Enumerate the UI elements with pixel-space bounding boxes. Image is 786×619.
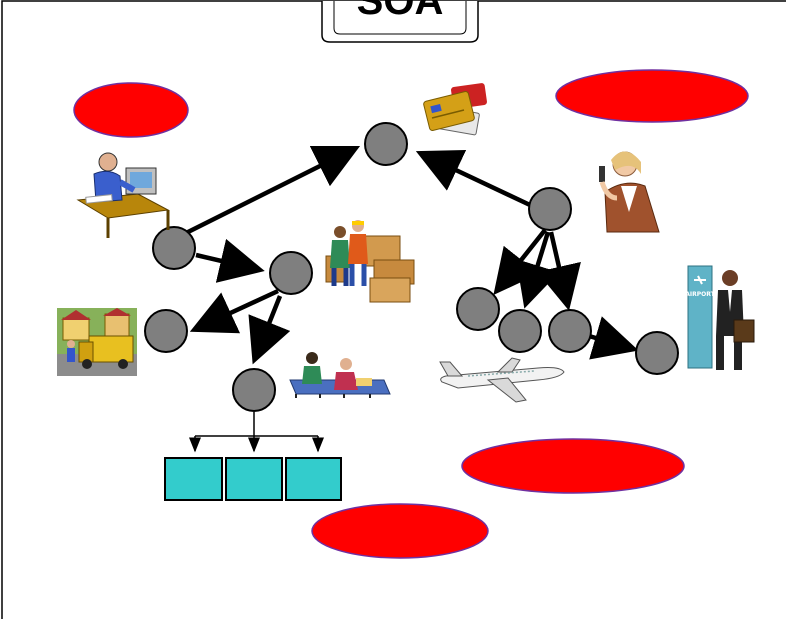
red-ellipse <box>555 69 749 123</box>
businesswoman-phone-icon <box>599 151 660 233</box>
delivery-truck-icon <box>57 308 137 376</box>
page-title: SOA <box>357 0 444 23</box>
service-node <box>152 226 196 270</box>
service-nodes <box>144 122 679 412</box>
service-node <box>498 309 542 353</box>
office-worker-icon <box>76 152 170 238</box>
warehouse-workers-icon <box>325 220 415 303</box>
service-node <box>364 122 408 166</box>
service-node <box>548 309 592 353</box>
service-node <box>528 187 572 231</box>
arrows <box>184 145 639 365</box>
red-ellipse <box>311 503 489 559</box>
arrow <box>537 231 581 311</box>
service-box <box>164 457 223 501</box>
service-node <box>456 287 500 331</box>
red-ellipse <box>73 82 189 138</box>
airport-traveler-icon: AIRPORT <box>685 265 755 370</box>
service-node <box>635 331 679 375</box>
arrow <box>248 295 291 365</box>
arrow <box>195 238 265 283</box>
title-tab: SOA <box>321 0 479 43</box>
factory-conveyor-icon <box>289 352 391 398</box>
credit-cards-icon <box>423 83 487 136</box>
arrow <box>184 145 361 236</box>
service-node <box>269 251 313 295</box>
tree-connector <box>189 412 324 453</box>
service-box <box>285 457 342 501</box>
red-ellipse <box>461 438 685 494</box>
arrow <box>189 288 279 334</box>
arrow <box>415 150 531 208</box>
arrow <box>588 316 639 360</box>
airplane-icon <box>439 357 565 403</box>
service-node <box>232 368 276 412</box>
airport-sign-label: AIRPORT <box>685 291 715 298</box>
service-box <box>225 457 283 501</box>
service-node <box>144 309 188 353</box>
